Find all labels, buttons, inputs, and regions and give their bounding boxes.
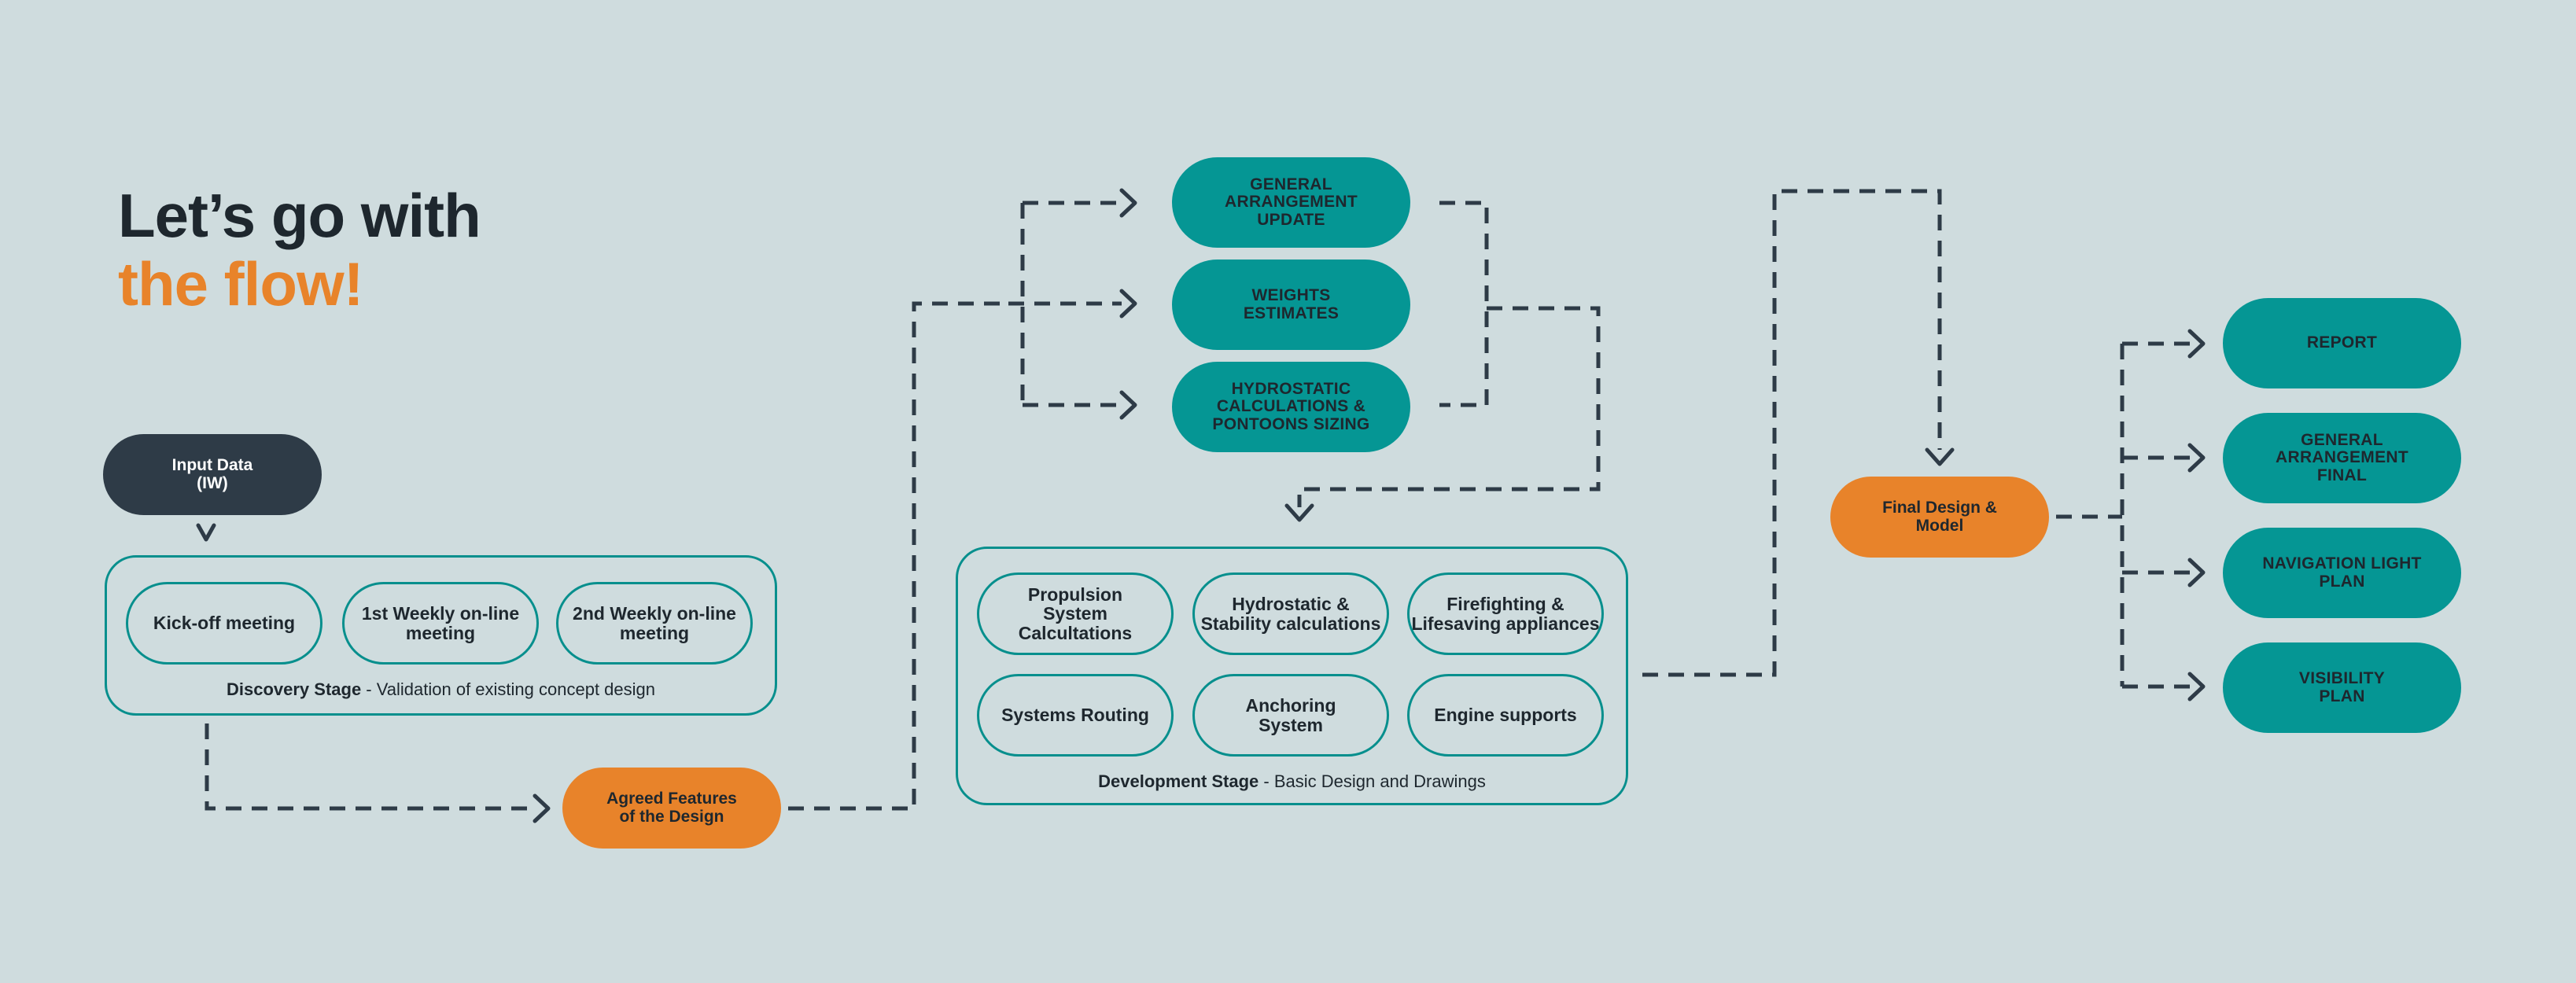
development-caption-desc: - Basic Design and Drawings: [1259, 771, 1486, 791]
hydrostatic-calculations-node: HYDROSTATIC CALCULATIONS & PONTOONS SIZI…: [1172, 362, 1410, 452]
engine-supports-node: Engine supports: [1407, 674, 1604, 757]
heading-line-2: the flow!: [118, 249, 364, 318]
stability-calculations-node: Hydrostatic & Stability calculations: [1192, 572, 1389, 655]
visibility-plan-node: VISIBILITY PLAN: [2223, 642, 2461, 733]
discovery-caption: Discovery Stage - Validation of existing…: [105, 679, 777, 700]
kickoff-meeting-node: Kick-off meeting: [126, 582, 322, 665]
heading-line-1: Let’s go with: [118, 181, 481, 250]
development-caption: Development Stage - Basic Design and Dra…: [956, 771, 1628, 792]
navigation-light-plan-node: NAVIGATION LIGHT PLAN: [2223, 528, 2461, 618]
second-weekly-meeting-node: 2nd Weekly on-line meeting: [556, 582, 753, 665]
input-data-node: Input Data (IW): [103, 434, 322, 515]
discovery-stage-group: [105, 555, 777, 716]
discovery-caption-title: Discovery Stage: [226, 679, 362, 699]
firefighting-lifesaving-node: Firefighting & Lifesaving appliances: [1407, 572, 1604, 655]
general-arrangement-update-node: GENERAL ARRANGEMENT UPDATE: [1172, 157, 1410, 248]
discovery-caption-desc: - Validation of existing concept design: [361, 679, 656, 699]
anchoring-system-node: Anchoring System: [1192, 674, 1389, 757]
propulsion-calculations-node: Propulsion System Calcultations: [977, 572, 1174, 655]
development-caption-title: Development Stage: [1098, 771, 1259, 791]
systems-routing-node: Systems Routing: [977, 674, 1174, 757]
first-weekly-meeting-node: 1st Weekly on-line meeting: [342, 582, 539, 665]
general-arrangement-final-node: GENERAL ARRANGEMENT FINAL: [2223, 413, 2461, 503]
report-node: REPORT: [2223, 298, 2461, 388]
agreed-features-node: Agreed Features of the Design: [562, 768, 781, 849]
weights-estimates-node: WEIGHTS ESTIMATES: [1172, 260, 1410, 350]
development-stage-group: [956, 547, 1628, 805]
final-design-node: Final Design & Model: [1830, 477, 2049, 558]
